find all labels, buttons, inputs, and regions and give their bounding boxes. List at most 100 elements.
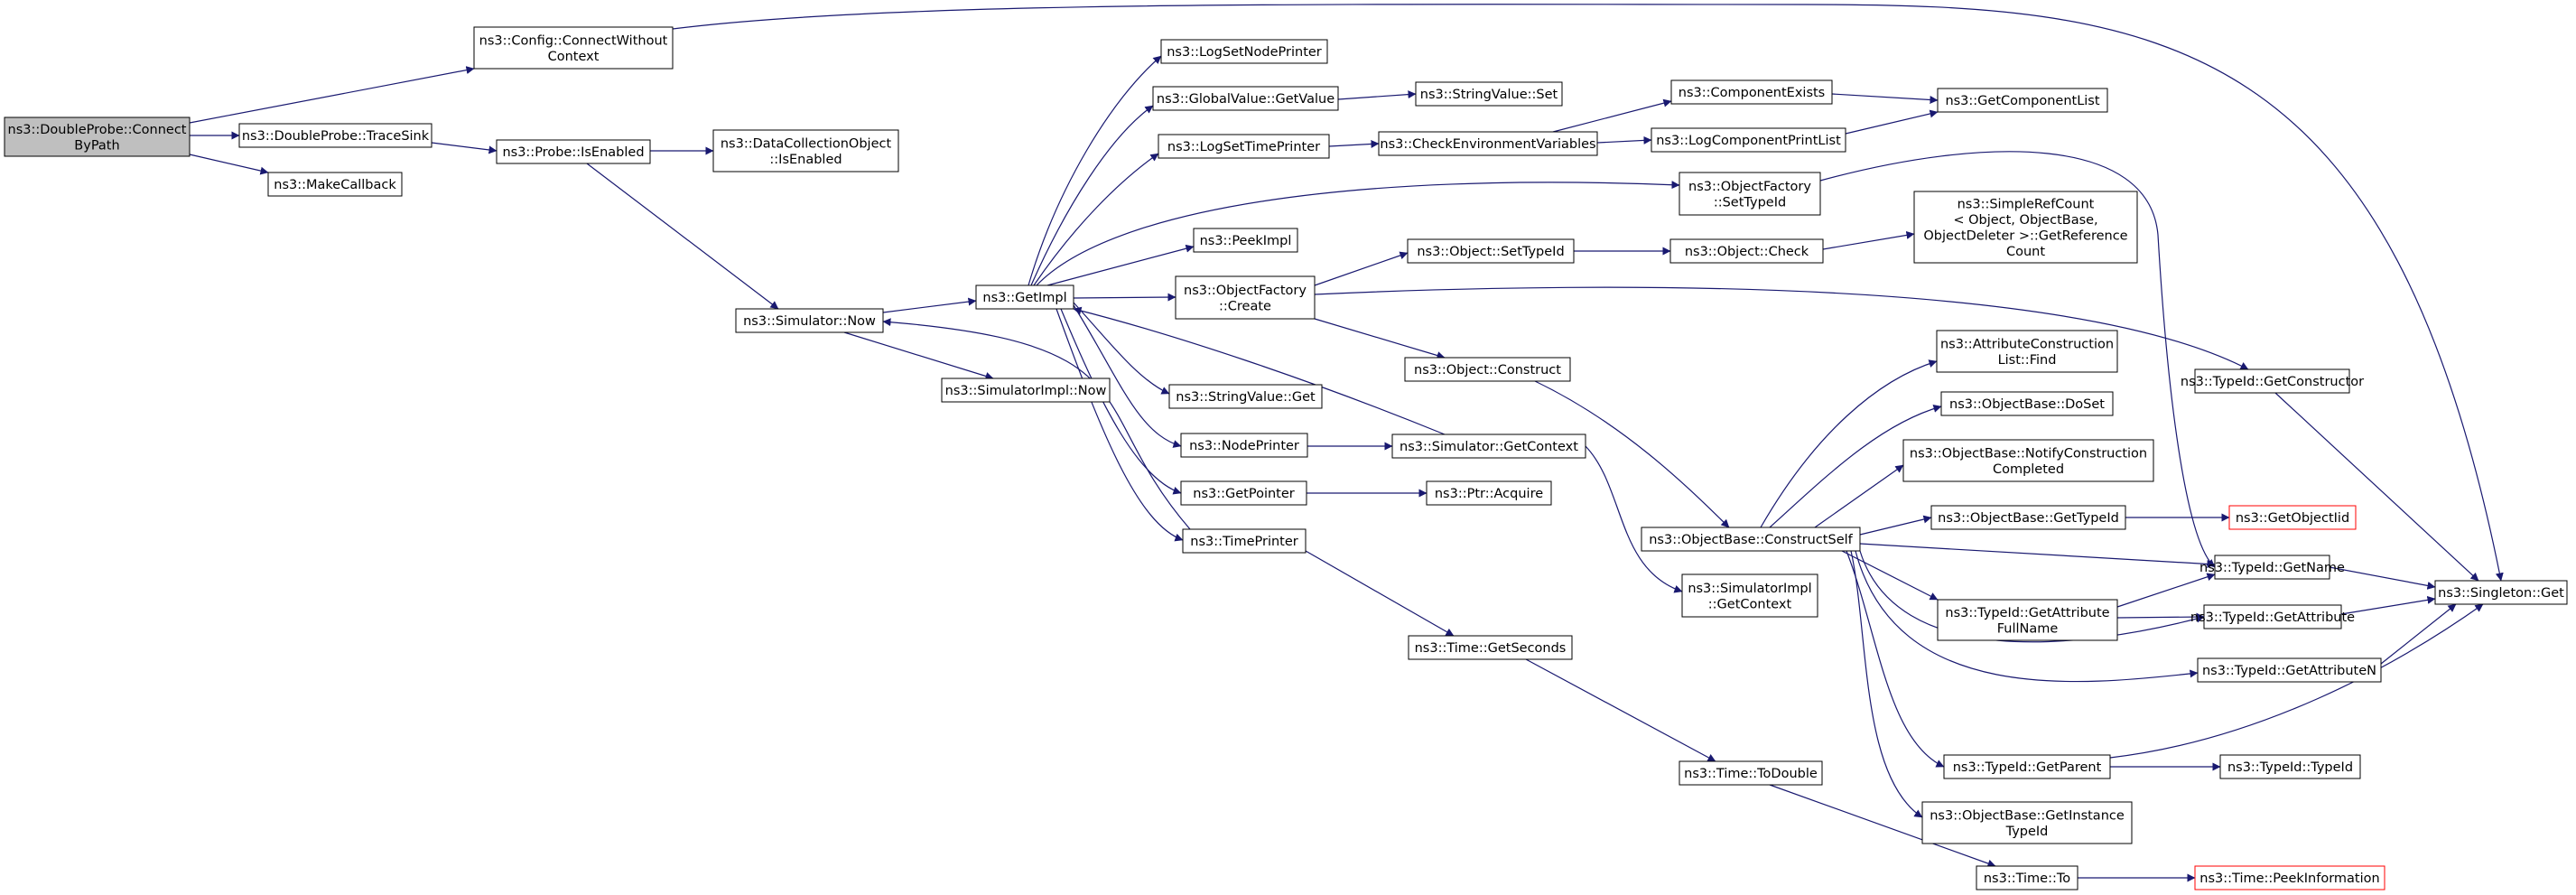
node-ns3-objectfactory-settypeid[interactable]: ns3::ObjectFactory::SetTypeId: [1679, 172, 1821, 216]
node-label-line: ns3::TypeId::TypeId: [2227, 760, 2353, 775]
node-ns3-typeid-getconstructor[interactable]: ns3::TypeId::GetConstructor: [2181, 368, 2364, 394]
node-ns3-simulatorimpl-getcontext[interactable]: ns3::SimulatorImpl::GetContext: [1681, 573, 1818, 618]
node-ns3-object-check[interactable]: ns3::Object::Check: [1669, 238, 1824, 264]
call-edge-n23-to-n34: [1534, 380, 1730, 528]
call-edge-n34-to-n42: [1846, 550, 1945, 768]
node-ns3-getcomponentlist[interactable]: ns3::GetComponentList: [1937, 88, 2108, 113]
node-ns3-componentexists[interactable]: ns3::ComponentExists: [1670, 79, 1833, 105]
call-edge-n19-to-n23: [1314, 318, 1446, 359]
node-label-line: ns3::TimePrinter: [1190, 535, 1298, 549]
node-label-line: ns3::TypeId::GetName: [2199, 561, 2345, 575]
node-ns3-typeid-getattributen[interactable]: ns3::TypeId::GetAttributeN: [2197, 657, 2382, 683]
node-ns3-typeid-typeid[interactable]: ns3::TypeId::TypeId: [2219, 754, 2361, 779]
node-label-line: ns3::Time::GetSeconds: [1415, 641, 1567, 656]
node-box: [496, 139, 651, 164]
node-ns3-peekimpl[interactable]: ns3::PeekImpl: [1193, 228, 1298, 253]
call-edge-n34-to-n37: [1769, 405, 1942, 528]
node-ns3-globalvalue-getvalue[interactable]: ns3::GlobalValue::GetValue: [1152, 86, 1339, 111]
node-box: [1936, 330, 2118, 373]
call-edge-n47-to-n49: [2380, 603, 2457, 665]
call-edge-n14-to-n15: [1831, 93, 1939, 104]
call-edge-n44-to-n49: [2274, 392, 2479, 582]
node-ns3-probe-isenabled[interactable]: ns3::Probe::IsEnabled: [496, 139, 651, 164]
node-ns3-getimpl[interactable]: ns3::GetImpl: [975, 284, 1074, 310]
node-ns3-simplerefcount-object-objectbase-objectdeleter-getreference-count[interactable]: ns3::SimpleRefCount< Object, ObjectBase,…: [1913, 191, 2138, 264]
node-label-line: ns3::TypeId::GetAttribute: [2190, 611, 2355, 625]
node-label-line: ns3::LogSetTimePrinter: [1167, 140, 1320, 154]
node-label-line: ns3::StringValue::Get: [1176, 390, 1316, 405]
node-box: [1681, 573, 1818, 618]
node-label-line: ::Create: [1219, 299, 1271, 313]
node-box: [1415, 81, 1563, 107]
node-box: [238, 123, 432, 148]
node-box: [1937, 599, 2118, 641]
node-ns3-stringvalue-set[interactable]: ns3::StringValue::Set: [1415, 81, 1563, 107]
node-ns3-checkenvironmentvariables[interactable]: ns3::CheckEnvironmentVariables: [1378, 131, 1598, 156]
node-ns3-objectbase-doset[interactable]: ns3::ObjectBase::DoSet: [1940, 391, 2114, 416]
node-label-line: ns3::Config::ConnectWithout: [479, 33, 668, 48]
node-ns3-typeid-getname[interactable]: ns3::TypeId::GetName: [2199, 555, 2345, 580]
node-ns3-ptr-acquire[interactable]: ns3::Ptr::Acquire: [1426, 480, 1552, 506]
node-label-line: ns3::DataCollectionObject: [721, 136, 892, 151]
node-label-line: ns3::SimpleRefCount: [1958, 197, 2095, 211]
node-box: [941, 378, 1111, 403]
node-ns3-datacollectionobject-isenabled[interactable]: ns3::DataCollectionObject::IsEnabled: [712, 129, 899, 172]
node-ns3-time-peekinformation[interactable]: ns3::Time::PeekInformation: [2194, 865, 2385, 890]
node-label-line: ns3::ObjectBase::GetInstance: [1930, 808, 2125, 823]
node-label-line: ns3::SimulatorImpl: [1688, 582, 1811, 596]
call-edge-n7-to-n19: [1073, 293, 1176, 302]
node-ns3-simulator-getcontext[interactable]: ns3::Simulator::GetContext: [1391, 434, 1586, 459]
node-label-line: ns3::Object::Construct: [1414, 363, 1561, 378]
node-label-line: ns3::StringValue::Set: [1420, 88, 1558, 102]
node-ns3-objectbase-notifyconstruction-completed[interactable]: ns3::ObjectBase::NotifyConstructionCompl…: [1902, 439, 2154, 482]
node-ns3-singleton-get[interactable]: ns3::Singleton::Get: [2434, 580, 2568, 605]
node-ns3-logcomponentprintlist[interactable]: ns3::LogComponentPrintList: [1651, 127, 1846, 153]
node-ns3-doubleprobe-tracesink[interactable]: ns3::DoubleProbe::TraceSink: [238, 123, 432, 148]
node-ns3-logsetnodeprinter[interactable]: ns3::LogSetNodePrinter: [1160, 39, 1328, 64]
node-ns3-typeid-getparent[interactable]: ns3::TypeId::GetParent: [1943, 754, 2111, 779]
node-ns3-time-to[interactable]: ns3::Time::To: [1976, 865, 2078, 890]
node-box: [2228, 505, 2357, 530]
node-ns3-stringvalue-get[interactable]: ns3::StringValue::Get: [1168, 384, 1323, 409]
node-box: [712, 129, 899, 172]
node-ns3-timeprinter[interactable]: ns3::TimePrinter: [1182, 528, 1307, 554]
node-ns3-objectfactory-create[interactable]: ns3::ObjectFactory::Create: [1175, 275, 1316, 320]
node-ns3-objectbase-gettypeid[interactable]: ns3::ObjectBase::GetTypeId: [1930, 505, 2126, 530]
node-ns3-object-construct[interactable]: ns3::Object::Construct: [1404, 357, 1571, 382]
call-edge-n45-to-n49: [2329, 566, 2436, 590]
node-ns3-simulatorimpl-now[interactable]: ns3::SimulatorImpl::Now: [941, 378, 1111, 403]
node-ns3-time-todouble[interactable]: ns3::Time::ToDouble: [1679, 760, 1823, 786]
node-box: [2434, 580, 2568, 605]
node-label-line: ns3::ObjectBase::NotifyConstruction: [1910, 446, 2147, 461]
node-ns3-getpointer[interactable]: ns3::GetPointer: [1180, 480, 1307, 506]
node-label-line: ns3::TypeId::GetParent: [1953, 760, 2102, 775]
call-edge-n34-to-n45: [1859, 543, 2216, 568]
call-edge-n7-to-n10: [1030, 105, 1154, 286]
call-edge-n29-to-n6: [882, 318, 1191, 530]
node-ns3-makecallback[interactable]: ns3::MakeCallback: [267, 172, 403, 197]
node-label-line: ns3::ObjectFactory: [1184, 284, 1307, 298]
node-box: [1404, 357, 1571, 382]
node-label-line: ns3::GetImpl: [982, 291, 1066, 305]
node-ns3-getobjectiid[interactable]: ns3::GetObjectIid: [2228, 505, 2357, 530]
node-ns3-objectbase-constructself[interactable]: ns3::ObjectBase::ConstructSelf: [1641, 527, 1861, 552]
call-edge-n41-to-n46: [2116, 612, 2205, 621]
node-ns3-time-getseconds[interactable]: ns3::Time::GetSeconds: [1408, 635, 1573, 660]
node-ns3-typeid-getattribute[interactable]: ns3::TypeId::GetAttribute: [2190, 604, 2355, 629]
node-ns3-logsettimeprinter[interactable]: ns3::LogSetTimePrinter: [1158, 134, 1330, 159]
node-label-line: ns3::ObjectBase::ConstructSelf: [1649, 533, 1853, 547]
node-label-line: ns3::Time::PeekInformation: [2199, 872, 2379, 886]
node-ns3-simulator-now[interactable]: ns3::Simulator::Now: [735, 308, 884, 333]
node-box: [473, 26, 674, 70]
node-ns3-object-settypeid[interactable]: ns3::Object::SetTypeId: [1407, 238, 1575, 264]
call-edge-n7-to-n24: [1073, 302, 1170, 395]
node-label-line: ns3::CheckEnvironmentVariables: [1380, 137, 1595, 152]
node-ns3-nodeprinter[interactable]: ns3::NodePrinter: [1180, 433, 1308, 458]
node-label-line: ns3::ObjectBase::GetTypeId: [1938, 511, 2119, 526]
